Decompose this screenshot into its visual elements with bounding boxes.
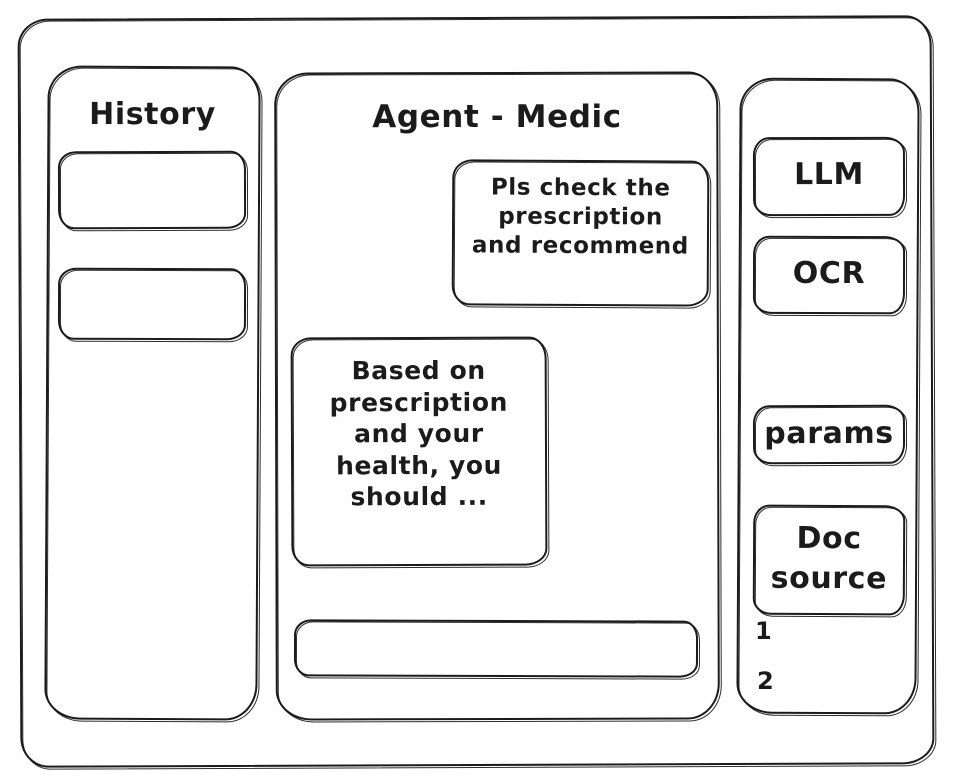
tool-chip-doc-source[interactable]: Doc source — [752, 504, 907, 617]
chat-panel-title: Agent - Medic — [372, 99, 622, 135]
tool-chip-label: Doc source — [770, 520, 888, 596]
message-input-value — [294, 619, 698, 620]
agent-message-bubble: Based on prescription and your health, y… — [290, 336, 549, 568]
user-message-text: Pls check the prescription and recommend — [471, 174, 689, 260]
tool-chip-ocr[interactable]: OCR — [752, 235, 907, 316]
message-input[interactable] — [293, 619, 700, 680]
tool-chip-llm[interactable]: LLM — [752, 136, 907, 218]
message-input-stroke — [293, 619, 699, 678]
doc-source-reference[interactable]: 2 — [757, 667, 774, 695]
tool-chip-params[interactable]: params — [752, 404, 907, 466]
history-item-stroke-secondary — [59, 269, 248, 342]
history-list-item[interactable] — [57, 267, 248, 342]
tool-chip-label: LLM — [793, 156, 864, 193]
doc-source-reference[interactable]: 1 — [755, 617, 772, 645]
history-item-stroke-secondary — [59, 152, 248, 231]
message-input-stroke-secondary — [295, 620, 700, 680]
history-panel-title: History — [89, 97, 216, 132]
tool-chip-label: params — [764, 415, 894, 452]
history-item-stroke — [57, 150, 247, 230]
history-item-label — [58, 268, 246, 269]
history-item-stroke — [57, 267, 247, 341]
user-message-bubble: Pls check the prescription and recommend — [451, 159, 711, 309]
history-list-item[interactable] — [57, 150, 248, 231]
tool-chip-label: OCR — [792, 255, 866, 292]
agent-message-text: Based on prescription and your health, y… — [329, 355, 509, 512]
